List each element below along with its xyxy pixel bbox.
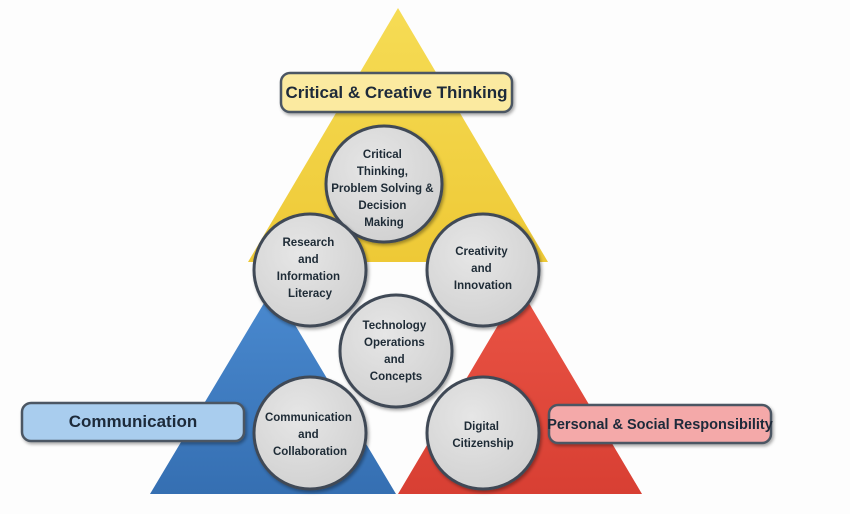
- node-technology-label: Technology Operations and Concepts: [363, 320, 430, 383]
- node-creativity: Creativity and Innovation: [425, 212, 541, 328]
- personal-social-responsibility-banner: Personal & Social Responsibility: [547, 403, 773, 445]
- node-digital-citizenship: Digital Citizenship: [425, 375, 541, 491]
- node-communication-collaboration-label: Communication and Collaboration: [265, 412, 355, 458]
- banner-right-label: Personal & Social Responsibility: [547, 417, 773, 433]
- node-research: Research and Information Literacy: [252, 212, 368, 328]
- node-critical-thinking-label: Critical Thinking, Problem Solving & Dec…: [331, 149, 436, 229]
- node-creativity-label: Creativity and Innovation: [454, 246, 512, 292]
- communication-banner: Communication: [20, 401, 246, 443]
- banner-left-label: Communication: [69, 412, 197, 431]
- node-research-label: Research and Information Literacy: [277, 237, 343, 300]
- node-digital-citizenship-label: Digital Citizenship: [452, 421, 513, 450]
- critical-creative-thinking-banner: Critical & Creative Thinking: [279, 71, 514, 114]
- node-critical-thinking: Critical Thinking, Problem Solving & Dec…: [324, 124, 444, 244]
- node-technology: Technology Operations and Concepts: [338, 293, 454, 409]
- node-communication-collaboration: Communication and Collaboration: [252, 375, 368, 491]
- banner-top-label: Critical & Creative Thinking: [286, 83, 508, 102]
